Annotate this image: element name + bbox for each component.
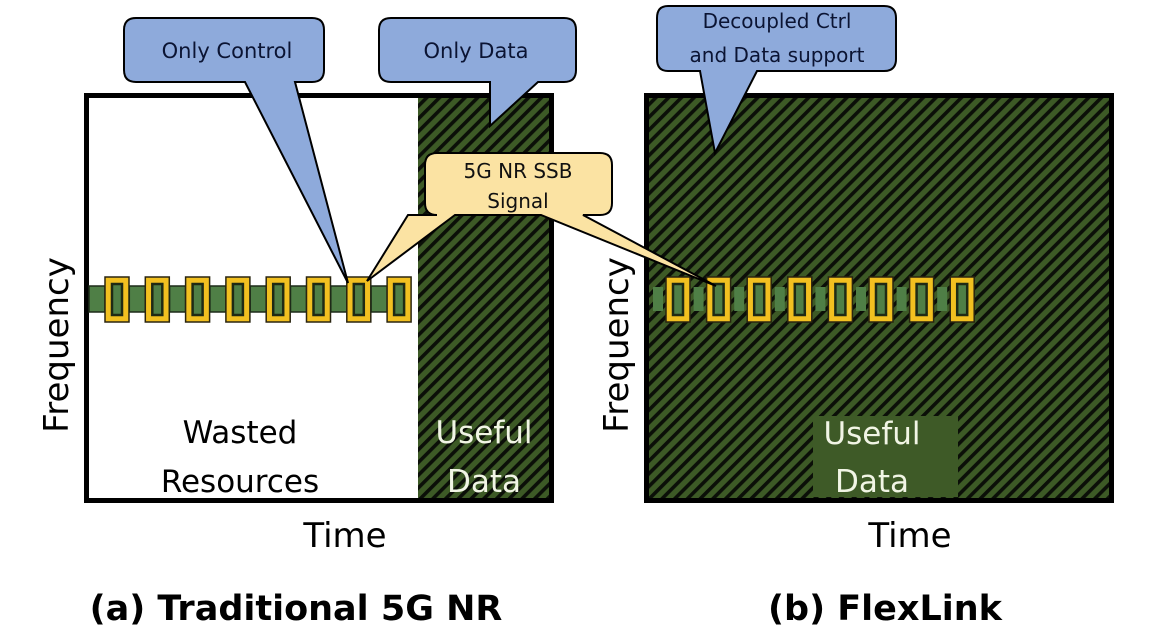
ssb-row-b: [653, 276, 975, 323]
callout-decoupled: Decoupled Ctrl and Data support: [656, 5, 897, 157]
ssb-green-stub: [289, 285, 308, 313]
ssb-green-stub: [693, 287, 704, 311]
ssb-inner: [312, 282, 325, 317]
callout-ssb-signal: 5G NR SSB Signal: [366, 152, 717, 287]
ssb-block: [734, 276, 772, 323]
decoupled-text-line2: and Data support: [690, 43, 865, 67]
ssb-inner: [752, 282, 766, 317]
panel-b-frame: [644, 93, 1114, 503]
ssb-inner: [191, 282, 204, 317]
ssb-block: [774, 276, 813, 323]
ssb-green-stub: [168, 285, 187, 313]
ssb-block: [168, 276, 211, 323]
ssb-block: [370, 276, 412, 323]
ssb-row-a: [88, 276, 412, 323]
ssb-green-stub: [774, 287, 785, 311]
ssb-block: [653, 276, 691, 323]
wasted-resources-line1: Wasted: [183, 415, 298, 451]
ssb-block: [330, 276, 372, 323]
ssb-green-stub: [937, 287, 948, 311]
useful-data-b-box: [813, 416, 958, 497]
ssb-inner: [110, 282, 124, 317]
ssb-green-stub: [249, 285, 267, 313]
ssb-inner: [955, 282, 969, 317]
y-axis-label-b: Frequency: [597, 257, 637, 433]
ssb-green-stub: [330, 285, 348, 313]
y-axis-label-a: Frequency: [37, 257, 77, 433]
useful-data-b-line1: Useful: [823, 416, 920, 452]
decoupled-text-line1: Decoupled Ctrl: [703, 9, 852, 33]
useful-data-a-line2: Data: [447, 464, 521, 500]
ssb-green-stub: [653, 287, 663, 311]
caption-b: (b) FlexLink: [768, 589, 1003, 629]
ssb-green-stub: [128, 285, 147, 313]
ssb-green-stub: [856, 287, 866, 311]
only-data-text: Only Data: [424, 39, 529, 63]
only-control-text: Only Control: [162, 39, 293, 63]
ssb-inner: [793, 282, 807, 317]
useful-data-a-line1: Useful: [435, 415, 532, 451]
ssb-green-stub: [734, 287, 745, 311]
x-axis-label-b: Time: [867, 516, 951, 556]
x-axis-label-a: Time: [302, 516, 386, 556]
wasted-resources-line2: Resources: [161, 464, 319, 500]
ssb-block: [249, 276, 291, 323]
ssb-inner: [271, 282, 285, 317]
ssb-block: [693, 276, 732, 323]
ssb-green-stub: [370, 285, 388, 313]
ssb-green-stub: [209, 285, 227, 313]
ssb-block: [815, 276, 854, 323]
ssb-block: [937, 276, 975, 323]
useful-data-b-line2: Data: [835, 464, 909, 500]
panel-flexlink: Useful Data Time Frequency (b) FlexLink: [597, 93, 1114, 629]
ssb-inner: [671, 282, 685, 317]
callout-only-control: Only Control: [123, 17, 349, 284]
ssb-inner: [712, 282, 725, 317]
callout-only-data: Only Data: [378, 17, 577, 129]
ssb-inner: [834, 282, 847, 317]
ssb-block: [289, 276, 332, 323]
ssb-block: [896, 276, 935, 323]
caption-a: (a) Traditional 5G NR: [90, 589, 503, 629]
ssb-inner: [915, 282, 928, 317]
ssb-text-line2: Signal: [487, 189, 548, 213]
panel-a-frame: [84, 93, 554, 503]
ssb-green-stub: [815, 287, 826, 311]
ssb-inner: [392, 282, 406, 317]
ssb-inner: [151, 282, 164, 317]
ssb-block: [856, 276, 894, 323]
ssb-green-stub: [88, 285, 106, 313]
ssb-green-stub: [896, 287, 907, 311]
ssb-text-line1: 5G NR SSB: [464, 159, 573, 183]
ssb-inner: [352, 282, 366, 317]
ssb-inner: [231, 282, 245, 317]
ssb-inner: [874, 282, 888, 317]
